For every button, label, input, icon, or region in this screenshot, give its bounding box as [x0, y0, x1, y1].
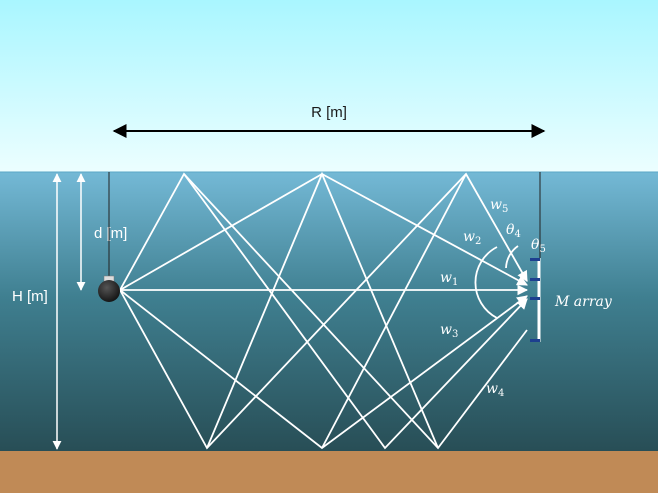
path-label-w5: w5: [490, 197, 508, 215]
sky: [0, 0, 658, 172]
hydrophone-2: [530, 278, 540, 281]
array-label: M array: [554, 294, 613, 310]
water: [0, 172, 658, 451]
angle-arc-theta4: [474, 246, 498, 319]
seabed: [0, 451, 658, 493]
hydrophones: [530, 258, 540, 342]
source-icon: [98, 280, 120, 302]
depth-label: d [m]: [94, 225, 127, 242]
range-label: R [m]: [311, 104, 347, 121]
ray-multipath-b: [206, 171, 439, 449]
hydrophone-3: [530, 297, 540, 300]
ray-paths: [119, 171, 529, 450]
hydrophone-4: [530, 339, 540, 342]
path-label-w2: w2: [463, 229, 481, 247]
hydrophone-1: [530, 258, 540, 261]
ray-surface-bottom: [119, 172, 528, 450]
ray-bottom-surface: [119, 172, 528, 450]
path-label-w4: w4: [486, 381, 504, 399]
ray-multipath-c: [321, 173, 467, 449]
path-label-w3: w3: [440, 322, 458, 340]
angle-label-theta5: θ5: [531, 237, 546, 255]
angle-label-theta4: θ4: [506, 222, 521, 240]
height-label: H [m]: [12, 288, 48, 305]
angle-arc-theta5: [505, 245, 519, 269]
path-label-w1: w1: [440, 270, 458, 288]
